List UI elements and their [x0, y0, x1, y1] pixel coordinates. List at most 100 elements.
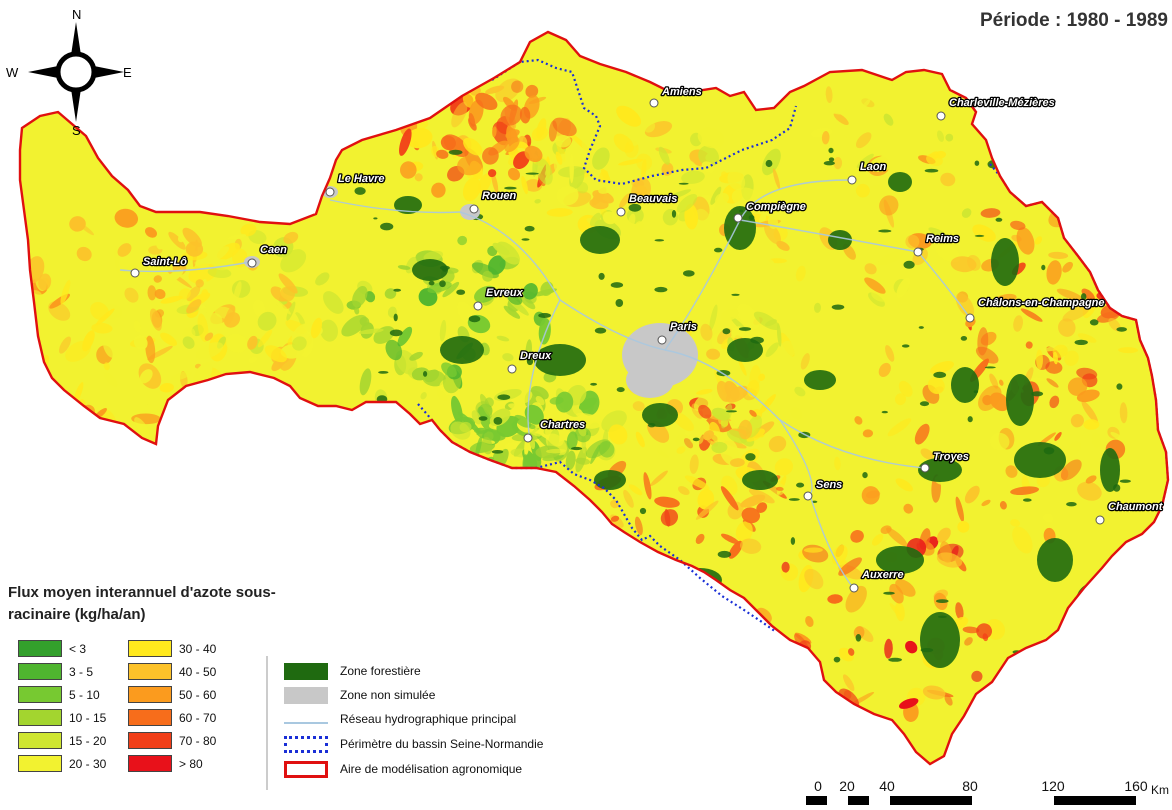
legend-class-label: 40 - 50 [179, 664, 217, 679]
city-dreux: Dreux [507, 349, 553, 374]
svg-text:Evreux: Evreux [486, 287, 524, 299]
compass-east: E [123, 65, 132, 80]
svg-text:Chaumont: Chaumont [1108, 501, 1164, 513]
legend-swatch [18, 709, 62, 726]
legend-swatch [128, 709, 172, 726]
svg-text:Dreux: Dreux [520, 350, 552, 362]
legend-class-row: 30 - 40 [128, 637, 216, 660]
layer-legend-row: Réseau hydrographique principal [284, 708, 516, 730]
layer-symbol [284, 686, 328, 704]
legend-class-label: 3 - 5 [69, 664, 94, 679]
legend-swatch [128, 640, 172, 657]
legend-swatch [128, 686, 172, 703]
svg-text:Beauvais: Beauvais [629, 193, 677, 205]
legend-swatch [128, 663, 172, 680]
svg-text:Rouen: Rouen [482, 190, 517, 202]
city-laon: Laon [847, 160, 888, 185]
svg-text:Le Havre: Le Havre [338, 173, 384, 185]
city-reims: Reims [913, 232, 960, 257]
svg-text:Charleville-Mézières: Charleville-Mézières [949, 97, 1055, 109]
city-charleville-m-zi-res: Charleville-Mézières [936, 96, 1056, 121]
legend-class-row: < 3 [18, 637, 106, 660]
layer-legend-row: Périmètre du bassin Seine-Normandie [284, 733, 543, 755]
legend-swatch [18, 686, 62, 703]
svg-text:Amiens: Amiens [661, 86, 702, 98]
legend-class-row: 5 - 10 [18, 683, 106, 706]
layer-legend-row: Zone forestière [284, 660, 421, 682]
svg-text:Paris: Paris [670, 321, 697, 333]
legend-class-label: 20 - 30 [69, 756, 107, 771]
legend-column-high: 30 - 40 40 - 50 50 - 60 60 - 70 70 - 80 > 80 [128, 637, 216, 775]
legend-class-label: 50 - 60 [179, 687, 217, 702]
layer-label: Périmètre du bassin Seine-Normandie [340, 737, 544, 751]
modelling-area-outline [18, 30, 1170, 766]
city-beauvais: Beauvais [616, 192, 679, 217]
layer-legend-row: Zone non simulée [284, 684, 435, 706]
layer-legend-row: Aire de modélisation agronomique [284, 758, 522, 780]
city-saint-l-: Saint-Lô [130, 255, 189, 278]
layer-symbol [284, 714, 328, 724]
city-le-havre: Le Havre [325, 172, 386, 197]
svg-text:Chartres: Chartres [540, 419, 585, 431]
svg-text:Saint-Lô: Saint-Lô [143, 256, 187, 268]
city-chartres: Chartres [523, 418, 587, 443]
scale-tick-80: 80 [962, 778, 978, 794]
period-title: Période : 1980 - 1989 [980, 10, 1168, 31]
legend-class-row: 50 - 60 [128, 683, 216, 706]
city-rouen: Rouen [469, 189, 518, 214]
city-auxerre: Auxerre [849, 568, 905, 593]
city-ch-lons-en-champagne: Châlons-en-Champagne [965, 296, 1106, 323]
legend-class-label: 15 - 20 [69, 733, 107, 748]
scale-unit: Km [1151, 783, 1169, 797]
layer-label: Zone forestière [340, 664, 421, 678]
layer-label: Aire de modélisation agronomique [340, 762, 523, 776]
compass-west: W [6, 65, 19, 80]
legend-class-row: 20 - 30 [18, 752, 106, 775]
legend-class-label: 60 - 70 [179, 710, 217, 725]
city-chaumont: Chaumont [1095, 500, 1165, 525]
city-amiens: Amiens [649, 85, 703, 108]
legend-divider [266, 656, 268, 790]
legend-class-row: 3 - 5 [18, 660, 106, 683]
legend-class-row: 60 - 70 [128, 706, 216, 729]
city-troyes: Troyes [920, 450, 970, 473]
legend-class-label: > 80 [179, 756, 203, 771]
legend-title: Flux moyen interannuel d'azote sous-raci… [8, 584, 276, 623]
scale-tick-160: 160 [1124, 778, 1148, 794]
layer-label: Réseau hydrographique principal [340, 712, 517, 726]
legend-class-label: 5 - 10 [69, 687, 100, 702]
legend-class-row: > 80 [128, 752, 216, 775]
legend-class-label: < 3 [69, 641, 87, 656]
legend-swatch [18, 755, 62, 772]
legend-class-row: 15 - 20 [18, 729, 106, 752]
layer-symbol [284, 662, 328, 680]
legend-class-row: 70 - 80 [128, 729, 216, 752]
compass-south: S [72, 123, 81, 138]
legend-class-row: 40 - 50 [128, 660, 216, 683]
legend-swatch [18, 732, 62, 749]
svg-text:Caen: Caen [260, 244, 287, 256]
city-paris: Paris [657, 320, 698, 345]
scale-labels: 0 20 40 80 120 160 Km [800, 778, 1172, 797]
legend-swatch [18, 640, 62, 657]
city-sens: Sens [803, 478, 844, 501]
compass-north: N [72, 7, 81, 22]
layer-symbol [284, 735, 328, 753]
scale-tick-20: 20 [839, 778, 855, 794]
scale-tick-0: 0 [814, 778, 822, 794]
legend-class-label: 70 - 80 [179, 733, 217, 748]
legend-swatch [18, 663, 62, 680]
scale-bar [806, 796, 1136, 805]
legend-class-label: 30 - 40 [179, 641, 217, 656]
svg-text:Troyes: Troyes [933, 451, 969, 463]
scale-tick-40: 40 [879, 778, 895, 794]
city-compi-gne: Compiègne [733, 200, 807, 223]
compass-rose: N S E W [6, 7, 132, 138]
legend-swatch [128, 732, 172, 749]
svg-text:Compiègne: Compiègne [746, 201, 806, 213]
svg-text:Reims: Reims [926, 233, 959, 245]
legend-class-label: 10 - 15 [69, 710, 107, 725]
legend-column-low: < 3 3 - 5 5 - 10 10 - 15 15 - 20 20 - 30 [18, 637, 106, 775]
